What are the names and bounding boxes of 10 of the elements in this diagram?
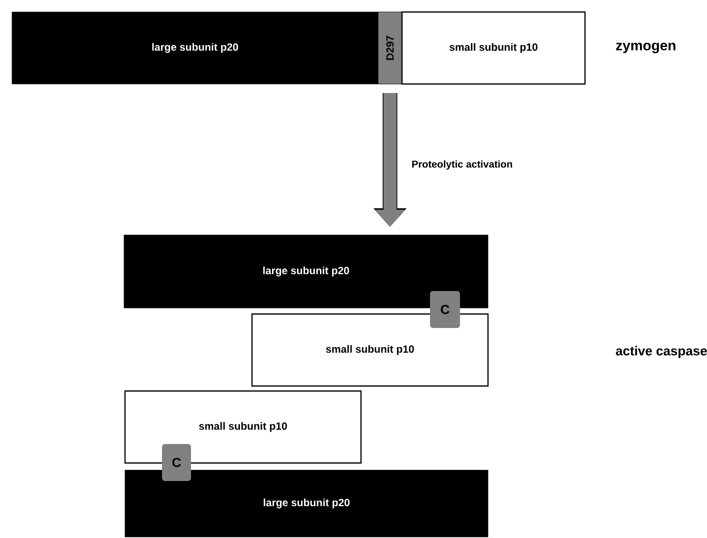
cleavage-site-box: D297 — [378, 12, 402, 84]
cysteine-badge: C — [162, 444, 191, 481]
cysteine-badge: C — [430, 291, 460, 328]
large-subunit-bar: large subunit p20 — [124, 470, 488, 538]
state-label: zymogen — [616, 42, 676, 54]
state-label: active caspase — [616, 346, 707, 358]
small-subunit-box: small subunit p10 — [251, 313, 489, 387]
edge-label: Proteolytic activation — [412, 160, 512, 170]
large-subunit-bar: large subunit p20 — [12, 12, 378, 84]
small-subunit-box: small subunit p10 — [401, 11, 586, 85]
